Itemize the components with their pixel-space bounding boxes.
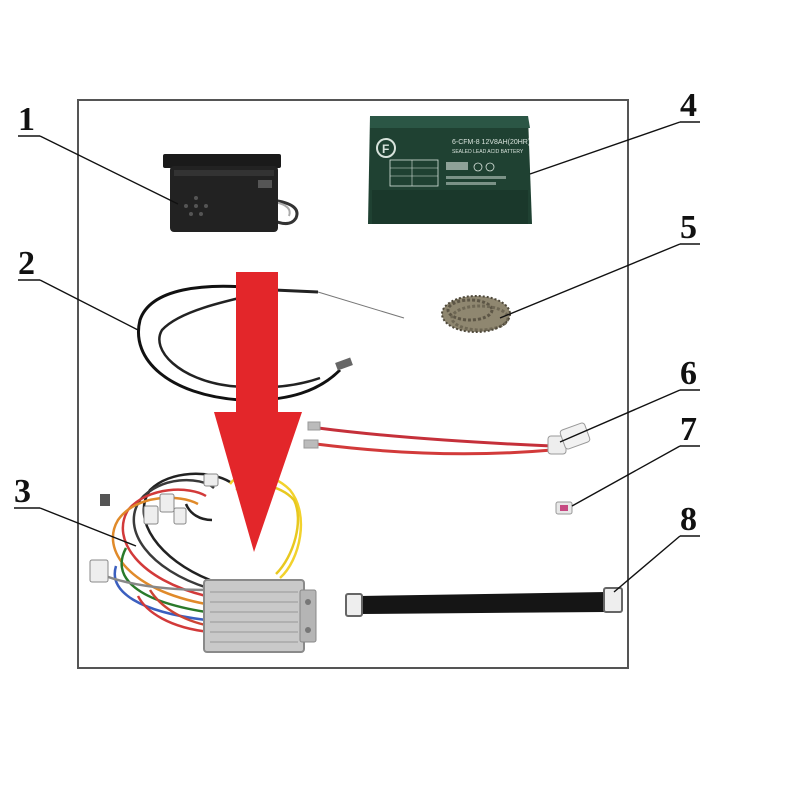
leader-line-8 [614,536,680,592]
battery-brand: F [382,142,389,156]
part-7-connector [556,502,572,514]
callout-1: 1 [18,101,35,138]
leader-line-6 [560,390,680,442]
battery-model: 6-CFM-8 12V8AH(20HR) [452,139,530,146]
callout-5: 5 [680,209,697,246]
callout-8: 8 [680,501,697,538]
part-8-battery-strap [346,588,622,616]
part-5-chain [442,296,510,332]
callout-2: 2 [18,245,35,282]
leader-line-7 [572,446,680,506]
leader-line-1 [40,136,178,204]
callout-7: 7 [680,411,697,448]
callout-6: 6 [680,355,697,392]
callout-4: 4 [680,87,697,124]
part-6-wire-harness [304,422,591,454]
leader-line-4 [530,122,680,174]
part-1-charger-port [163,154,297,232]
leader-line-2 [40,280,138,330]
battery-subtitle: SEALED LEAD ACID BATTERY [452,149,524,155]
red-down-arrow [214,272,302,552]
part-4-battery: F 6-CFM-8 12V8AH(20HR) SEALED LEAD ACID … [368,116,532,224]
diagram-frame [78,100,628,668]
leader-line-5 [500,244,680,318]
part-3-controller [90,474,316,652]
callout-3: 3 [14,473,31,510]
